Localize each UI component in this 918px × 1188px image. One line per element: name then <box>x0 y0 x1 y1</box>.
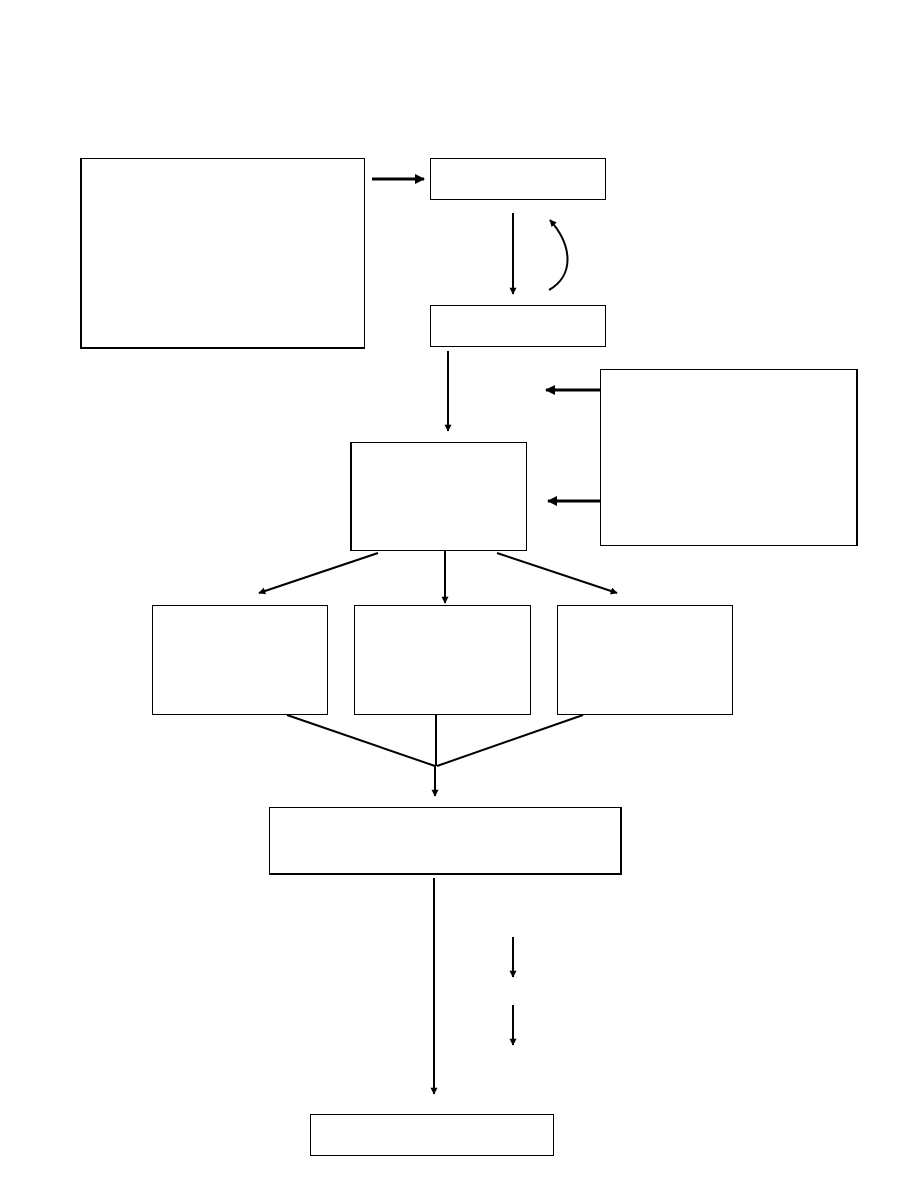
box-top-small <box>430 158 606 200</box>
box-center <box>350 442 527 551</box>
box-wide <box>269 807 622 875</box>
arrow-center-to-right <box>496 552 618 595</box>
box-branch-right <box>557 605 733 715</box>
arrow-center-to-left <box>258 552 379 595</box>
line-left-converge <box>286 714 436 767</box>
box-right-large <box>600 369 858 546</box>
box-branch-middle <box>354 605 531 715</box>
box-second-small <box>430 305 606 347</box>
box-bottom <box>310 1114 554 1156</box>
box-top-left-large <box>80 158 365 349</box>
box-branch-left <box>152 605 328 715</box>
arrow-feedback-loop <box>548 219 569 291</box>
line-right-converge <box>436 714 584 767</box>
